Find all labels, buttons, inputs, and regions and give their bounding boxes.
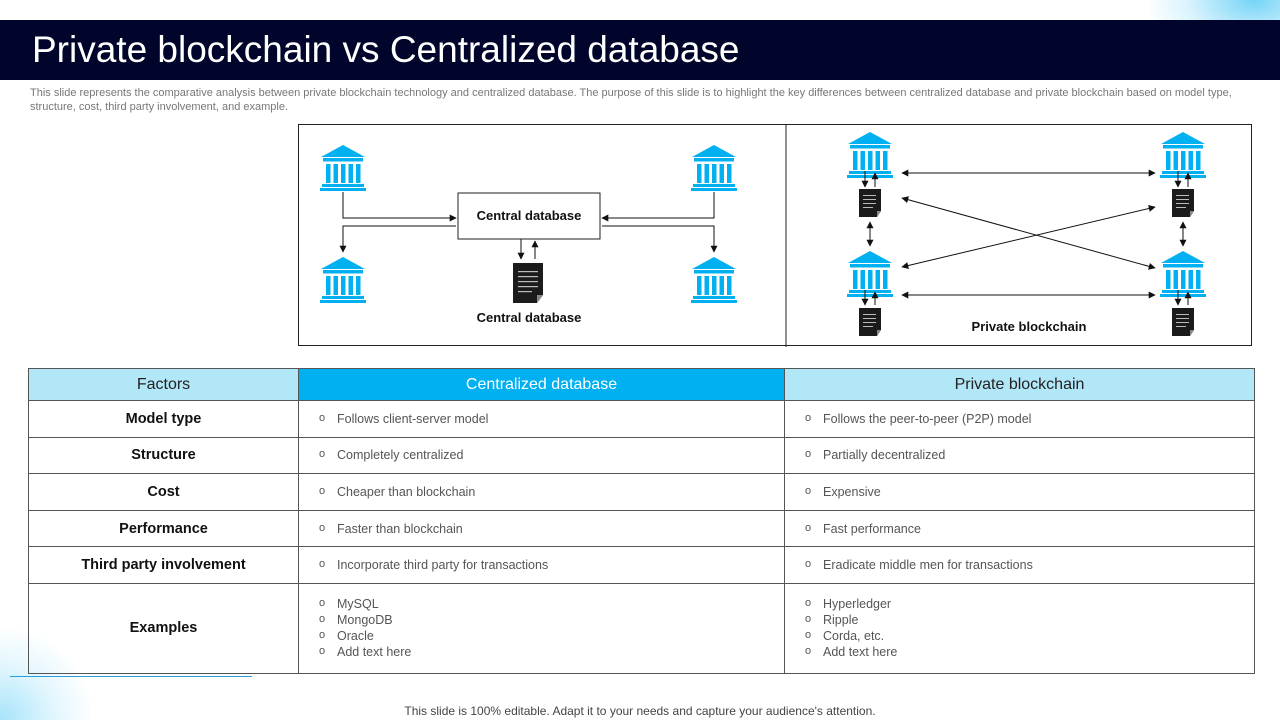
header-private-blockchain: Private blockchain	[784, 368, 1255, 401]
bullet-item: Completely centralized	[319, 446, 784, 463]
document-icon	[1172, 189, 1194, 217]
connector-arrow	[901, 205, 1156, 269]
bullet-item: Ripple	[805, 611, 1254, 628]
factor-cell: Structure	[28, 436, 299, 475]
bullet-item: Fast performance	[805, 520, 1254, 537]
bank-icon	[847, 251, 893, 297]
bullet-item: Oracle	[319, 627, 784, 644]
table-row: Cost Cheaper than blockchain Expensive	[28, 473, 1255, 511]
factor-cell: Third party involvement	[28, 546, 299, 584]
connector-arrow	[601, 192, 715, 222]
private-cell: Eradicate middle men for transactions	[784, 546, 1255, 584]
bullet-item: Hyperledger	[805, 595, 1254, 612]
central-database-caption: Central database	[477, 310, 582, 325]
document-icon	[1172, 308, 1194, 336]
document-icon	[859, 189, 881, 217]
bank-icon	[691, 145, 737, 191]
document-icon	[513, 263, 543, 303]
bullet-item: Corda, etc.	[805, 627, 1254, 644]
table-row: Examples MySQL MongoDB Oracle Add text h…	[28, 582, 1255, 674]
factor-cell: Cost	[28, 473, 299, 511]
private-cell: Follows the peer-to-peer (P2P) model	[784, 400, 1255, 438]
bullet-item: Add text here	[319, 643, 784, 660]
table-header-row: Factors Centralized database Private blo…	[28, 368, 1255, 401]
bank-icon	[847, 132, 893, 178]
central-cell: Follows client-server model	[298, 400, 785, 438]
bank-icon	[1160, 132, 1206, 178]
bullet-item: Eradicate middle men for transactions	[805, 556, 1254, 573]
bullet-item: Expensive	[805, 483, 1254, 500]
bank-icon	[320, 257, 366, 303]
central-cell: Cheaper than blockchain	[298, 473, 785, 511]
central-cell: Faster than blockchain	[298, 509, 785, 548]
document-icon	[859, 308, 881, 336]
table-row: Structure Completely centralized Partial…	[28, 436, 1255, 475]
comparison-diagram: Central database Central database	[298, 124, 1252, 347]
header-centralized-database: Centralized database	[298, 368, 785, 401]
factor-cell: Examples	[28, 582, 299, 674]
title-bar: Private blockchain vs Centralized databa…	[0, 20, 1280, 80]
diagram-canvas: Central database Central database	[320, 125, 1206, 347]
central-diagram: Central database Central database	[320, 145, 737, 325]
connector-arrow	[602, 225, 718, 253]
private-cell: Partially decentralized	[784, 436, 1255, 475]
bullet-item: Partially decentralized	[805, 446, 1254, 463]
bullet-item: Follows client-server model	[319, 410, 784, 427]
connector-arrow	[339, 225, 456, 253]
page-title: Private blockchain vs Centralized databa…	[32, 29, 740, 70]
central-database-box-label: Central database	[477, 208, 582, 223]
private-cell: Fast performance	[784, 509, 1255, 548]
bullet-item: MySQL	[319, 595, 784, 612]
private-blockchain-caption: Private blockchain	[972, 319, 1087, 334]
comparison-table: Factors Centralized database Private blo…	[28, 368, 1255, 674]
factor-cell: Model type	[28, 400, 299, 438]
table-row: Model type Follows client-server model F…	[28, 400, 1255, 438]
table-row: Third party involvement Incorporate thir…	[28, 546, 1255, 584]
bullet-item: Follows the peer-to-peer (P2P) model	[805, 410, 1254, 427]
connector-arrow	[342, 192, 457, 222]
central-database-box	[457, 192, 601, 240]
bullet-item: Faster than blockchain	[319, 520, 784, 537]
central-cell: Incorporate third party for transactions	[298, 546, 785, 584]
private-diagram: Private blockchain	[847, 132, 1206, 336]
private-cell: Expensive	[784, 473, 1255, 511]
bullet-item: Add text here	[805, 643, 1254, 660]
header-factors: Factors	[28, 368, 299, 401]
footer-note: This slide is 100% editable. Adapt it to…	[404, 704, 876, 718]
central-cell: MySQL MongoDB Oracle Add text here	[298, 582, 785, 674]
slide-description: This slide represents the comparative an…	[30, 87, 1232, 113]
bank-icon	[1160, 251, 1206, 297]
bullet-item: Incorporate third party for transactions	[319, 556, 784, 573]
factor-cell: Performance	[28, 509, 299, 548]
bullet-item: MongoDB	[319, 611, 784, 628]
bullet-item: Cheaper than blockchain	[319, 483, 784, 500]
central-cell: Completely centralized	[298, 436, 785, 475]
bank-icon	[691, 257, 737, 303]
bank-icon	[320, 145, 366, 191]
table-row: Performance Faster than blockchain Fast …	[28, 509, 1255, 548]
private-cell: Hyperledger Ripple Corda, etc. Add text …	[784, 582, 1255, 674]
decorative-line	[10, 676, 252, 677]
